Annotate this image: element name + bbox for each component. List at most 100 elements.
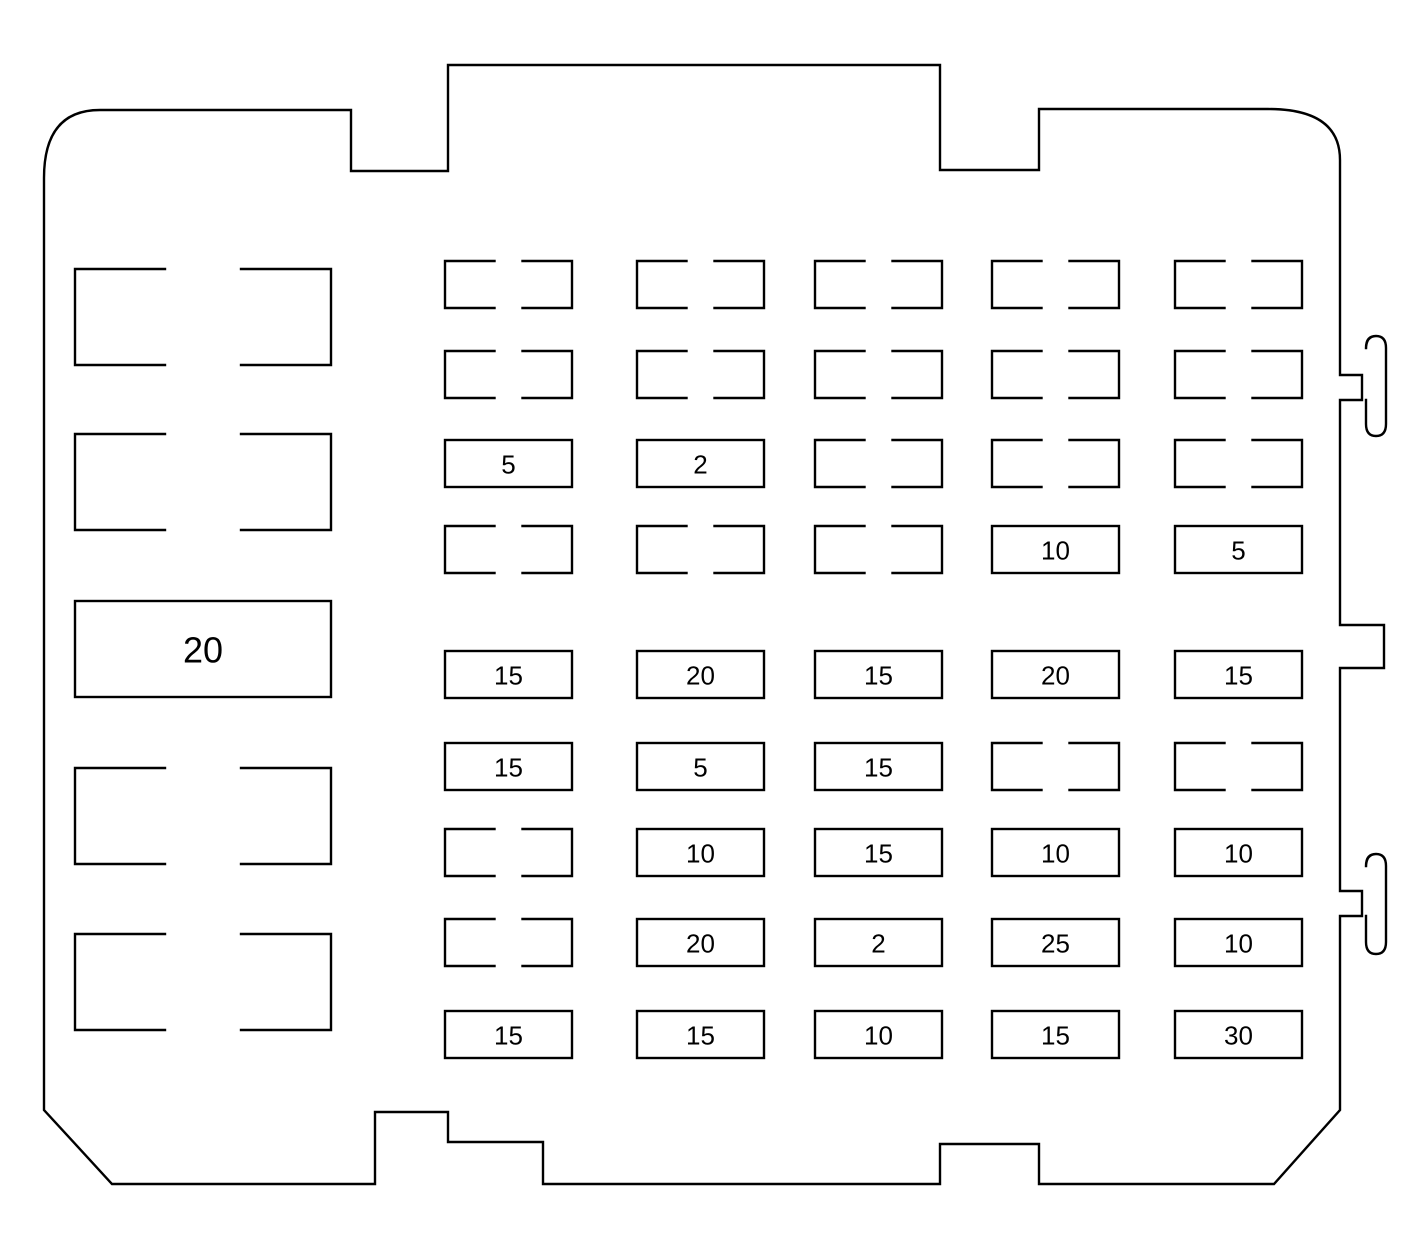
relay-socket-3-rating: 20: [183, 630, 223, 671]
fuse-socket-r7-c2-outline: [635, 827, 766, 878]
fuse-socket-r3-c2: 2: [635, 438, 766, 489]
fuse-socket-r9-c4-outline: [990, 1009, 1121, 1060]
fuse-socket-r2-c4-right-bracket: [1068, 349, 1121, 400]
fuse-socket-r2-c3-right-bracket: [891, 349, 944, 400]
fuse-socket-r2-c3-left-bracket: [813, 349, 866, 400]
fuse-socket-r2-c5: [1173, 349, 1304, 400]
fuse-socket-r9-c4-rating: 15: [1041, 1021, 1070, 1051]
fuse-socket-r7-c4-outline: [990, 827, 1121, 878]
relay-socket-3-outline: [73, 599, 333, 699]
relay-socket-2-right-bracket: [239, 432, 333, 532]
fuse-socket-r6-c4-right-bracket: [1068, 741, 1121, 792]
fuse-socket-r1-c4: [990, 259, 1121, 310]
fuse-socket-r2-c3: [813, 349, 944, 400]
fuse-socket-r9-c3-rating: 10: [864, 1021, 893, 1051]
fuse-socket-r7-c1: [443, 827, 574, 878]
relay-socket-3: 20: [73, 599, 333, 699]
fuse-socket-r4-c4-rating: 10: [1041, 536, 1070, 566]
fuse-socket-r8-c2: 20: [635, 917, 766, 968]
fuse-socket-r5-c3-rating: 15: [864, 661, 893, 691]
fuse-socket-r3-c3-right-bracket: [891, 438, 944, 489]
fuse-socket-r4-c2-right-bracket: [713, 524, 766, 575]
fuse-socket-r1-c4-left-bracket: [990, 259, 1043, 310]
fuse-socket-r2-c5-left-bracket: [1173, 349, 1226, 400]
relay-socket-4-right-bracket: [239, 766, 333, 866]
fuse-socket-r5-c3-outline: [813, 649, 944, 700]
fuse-socket-r2-c2-left-bracket: [635, 349, 688, 400]
fuse-socket-r9-c2-outline: [635, 1009, 766, 1060]
fuse-socket-r4-c4: 10: [990, 524, 1121, 575]
fuse-socket-r5-c5-rating: 15: [1224, 661, 1253, 691]
fuse-socket-r8-c3-rating: 2: [871, 929, 885, 959]
fuse-socket-r3-c1-rating: 5: [501, 450, 515, 480]
fuse-socket-r4-c5: 5: [1173, 524, 1304, 575]
fuse-socket-r6-c2: 5: [635, 741, 766, 792]
fuse-socket-r3-c4-left-bracket: [990, 438, 1043, 489]
fuse-socket-r9-c1-rating: 15: [494, 1021, 523, 1051]
fuse-socket-r3-c2-outline: [635, 438, 766, 489]
fuse-socket-r8-c3: 2: [813, 917, 944, 968]
fuse-socket-r1-c3-right-bracket: [891, 259, 944, 310]
fuse-socket-r2-c2-right-bracket: [713, 349, 766, 400]
fuse-socket-r7-c2-rating: 10: [686, 839, 715, 869]
relay-socket-5: [73, 932, 333, 1032]
fuse-socket-r7-c3-outline: [813, 827, 944, 878]
fuse-socket-r3-c5-left-bracket: [1173, 438, 1226, 489]
fuse-socket-r6-c4: [990, 741, 1121, 792]
fuse-socket-r7-c1-left-bracket: [443, 827, 496, 878]
fuse-socket-r8-c4-outline: [990, 917, 1121, 968]
fuse-socket-r5-c5-outline: [1173, 649, 1304, 700]
fuse-socket-r6-c3-outline: [813, 741, 944, 792]
fuse-socket-r2-c5-right-bracket: [1251, 349, 1304, 400]
fuse-socket-r8-c3-outline: [813, 917, 944, 968]
fuse-socket-r6-c5-right-bracket: [1251, 741, 1304, 792]
fuse-socket-r5-c1-rating: 15: [494, 661, 523, 691]
fuse-socket-r4-c1-right-bracket: [521, 524, 574, 575]
fuse-socket-r1-c1-left-bracket: [443, 259, 496, 310]
fuse-socket-r1-c3-left-bracket: [813, 259, 866, 310]
fuse-socket-r5-c3: 15: [813, 649, 944, 700]
relay-socket-1-right-bracket: [239, 267, 333, 367]
fuse-socket-r5-c2: 20: [635, 649, 766, 700]
fuse-socket-r4-c5-rating: 5: [1231, 536, 1245, 566]
fuse-socket-r6-c1-rating: 15: [494, 753, 523, 783]
fuse-socket-r4-c5-outline: [1173, 524, 1304, 575]
fuse-socket-r7-c4: 10: [990, 827, 1121, 878]
fuse-socket-r6-c1: 15: [443, 741, 574, 792]
fuse-socket-r5-c1-outline: [443, 649, 574, 700]
fuse-socket-r4-c3: [813, 524, 944, 575]
mounting-tab-upper: [1364, 334, 1388, 438]
relay-socket-2: [73, 432, 333, 532]
fuse-socket-r1-c2-left-bracket: [635, 259, 688, 310]
fuse-socket-r8-c4: 25: [990, 917, 1121, 968]
fuse-socket-r2-c4: [990, 349, 1121, 400]
fuse-socket-r8-c4-rating: 25: [1041, 929, 1070, 959]
fuse-socket-r8-c2-outline: [635, 917, 766, 968]
fuse-socket-r8-c1-left-bracket: [443, 917, 496, 968]
fuse-socket-r6-c1-outline: [443, 741, 574, 792]
fuse-socket-r9-c2: 15: [635, 1009, 766, 1060]
fuse-socket-r7-c5: 10: [1173, 827, 1304, 878]
fuse-socket-r5-c1: 15: [443, 649, 574, 700]
fuse-socket-r6-c5-left-bracket: [1173, 741, 1226, 792]
fuse-socket-r1-c2-right-bracket: [713, 259, 766, 310]
fuse-socket-r7-c5-rating: 10: [1224, 839, 1253, 869]
fuse-socket-r2-c1: [443, 349, 574, 400]
fuse-socket-r6-c3-rating: 15: [864, 753, 893, 783]
relay-socket-5-right-bracket: [239, 932, 333, 1032]
fuse-socket-r6-c3: 15: [813, 741, 944, 792]
fuse-socket-r3-c2-rating: 2: [693, 450, 707, 480]
relay-socket-1: [73, 267, 333, 367]
fuse-socket-r9-c5: 30: [1173, 1009, 1304, 1060]
fuse-socket-r3-c1-outline: [443, 438, 574, 489]
relay-socket-4: [73, 766, 333, 866]
fuse-socket-r3-c5: [1173, 438, 1304, 489]
fuse-socket-r5-c4-rating: 20: [1041, 661, 1070, 691]
relay-socket-1-left-bracket: [73, 267, 167, 367]
relay-socket-2-left-bracket: [73, 432, 167, 532]
fuse-socket-r5-c4-outline: [990, 649, 1121, 700]
fuse-socket-r9-c1: 15: [443, 1009, 574, 1060]
fuse-socket-r6-c5: [1173, 741, 1304, 792]
fuse-socket-r1-c2: [635, 259, 766, 310]
fuse-socket-r4-c1-left-bracket: [443, 524, 496, 575]
